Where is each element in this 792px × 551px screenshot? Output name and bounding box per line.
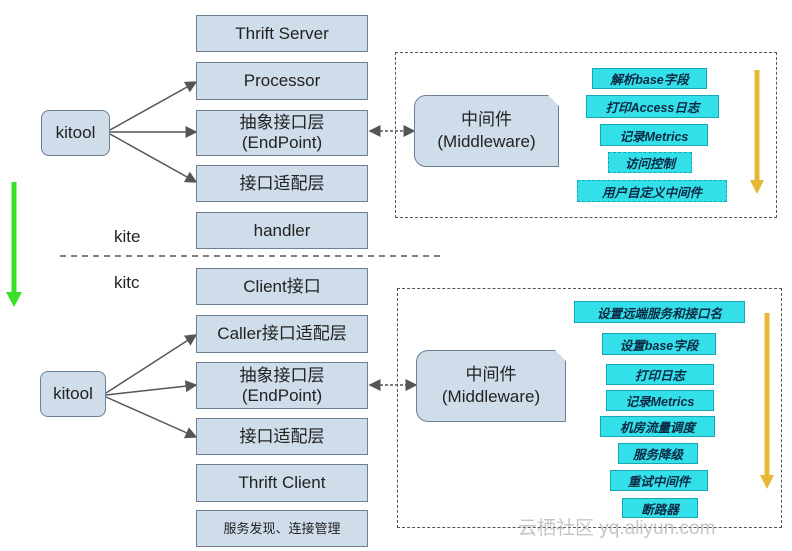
middleware-subtitle-bottom: (Middleware) bbox=[441, 387, 541, 406]
middleware-title-bottom: 中间件 bbox=[465, 365, 517, 384]
tag-record-metrics-bottom: 记录Metrics bbox=[606, 390, 714, 411]
middleware-region-top bbox=[395, 52, 777, 218]
processor-box: Processor bbox=[196, 62, 368, 100]
middleware-title-top: 中间件 bbox=[461, 110, 512, 129]
tag-parse-base: 解析base字段 bbox=[592, 68, 707, 89]
tag-retry-middleware: 重试中间件 bbox=[610, 470, 708, 491]
kitool-box-bottom: kitool bbox=[40, 371, 106, 417]
thrift-server-box: Thrift Server bbox=[196, 15, 368, 52]
middleware-box-bottom: 中间件 (Middleware) bbox=[416, 349, 567, 422]
arrow-kitool-to-processor bbox=[109, 81, 198, 131]
tag-record-metrics-top: 记录Metrics bbox=[600, 124, 708, 146]
adapter-box-bottom: 接口适配层 bbox=[196, 418, 368, 455]
middleware-box-top: 中间件 (Middleware) bbox=[414, 94, 560, 167]
kite-label: kite bbox=[114, 227, 141, 246]
kitool-box-top: kitool bbox=[41, 110, 110, 156]
middleware-region-bottom bbox=[397, 288, 782, 528]
watermark: 云栖社区 yq.aliyun.com bbox=[518, 518, 716, 539]
thrift-client-box: Thrift Client bbox=[196, 464, 368, 502]
arrow-kitool-to-endpoint-bottom bbox=[105, 380, 198, 396]
tag-user-middleware: 用户自定义中间件 bbox=[577, 180, 727, 202]
middleware-subtitle-top: (Middleware) bbox=[437, 132, 536, 151]
tag-access-control: 访问控制 bbox=[608, 152, 692, 173]
green-flow-head bbox=[6, 292, 22, 307]
endpoint-box-top: 抽象接口层 (EndPoint) bbox=[196, 110, 368, 156]
kitc-label: kitc bbox=[114, 273, 140, 292]
tag-set-remote-service: 设置远端服务和接口名 bbox=[574, 301, 745, 323]
service-discovery-box: 服务发现、连接管理 bbox=[196, 510, 368, 547]
arrow-kitool-to-adapter bbox=[109, 133, 198, 183]
arrow-kitool-to-caller bbox=[105, 334, 198, 394]
tag-service-degrade: 服务降级 bbox=[618, 443, 698, 464]
tag-set-base: 设置base字段 bbox=[602, 333, 716, 355]
arrow-kitool-to-adapter-bottom bbox=[105, 396, 198, 439]
endpoint-box-bottom: 抽象接口层 (EndPoint) bbox=[196, 362, 368, 409]
adapter-box-top: 接口适配层 bbox=[196, 165, 368, 202]
tag-print-log: 打印日志 bbox=[606, 364, 714, 385]
caller-adapter-box: Caller接口适配层 bbox=[196, 315, 368, 353]
tag-print-access-log: 打印Access日志 bbox=[586, 95, 719, 118]
handler-box: handler bbox=[196, 212, 368, 249]
client-interface-box: Client接口 bbox=[196, 268, 368, 305]
tag-traffic-scheduling: 机房流量调度 bbox=[600, 416, 715, 437]
tag-circuit-breaker: 断路器 bbox=[622, 498, 698, 518]
